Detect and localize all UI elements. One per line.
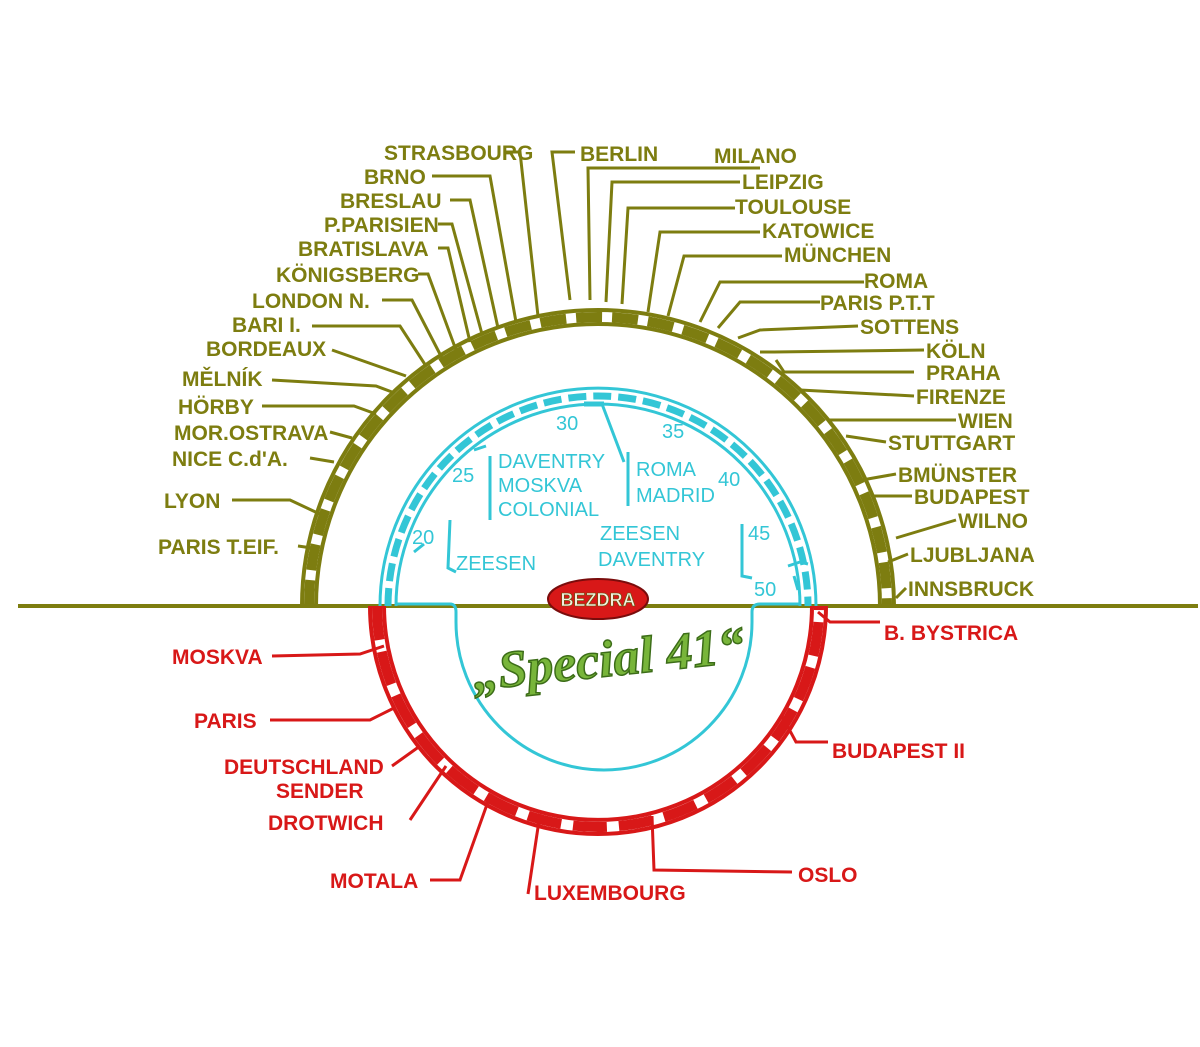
mediumwave-arc-outer [368, 605, 828, 836]
station-label: KÖLN [926, 340, 986, 363]
tick-label: 35 [662, 421, 684, 443]
station-label: MOSKVA [498, 475, 583, 497]
tick-label: 50 [754, 579, 776, 601]
station-label: MÜNCHEN [784, 244, 891, 267]
longwave-arc-inner [314, 322, 882, 607]
upper-leader-lines [232, 150, 957, 600]
shortwave-arc-outer [378, 386, 818, 607]
bezdra-logo: BEZDRA [547, 578, 649, 620]
station-label: PARIS P.T.T [820, 292, 935, 315]
station-label: BUDAPEST [914, 486, 1030, 509]
station-label: NICE C.d'A. [172, 448, 288, 471]
station-label: B. BYSTRICA [884, 622, 1018, 645]
shortwave-band-markers [413, 401, 809, 591]
station-label: WILNO [958, 510, 1028, 533]
station-label: PARIS T.EIF. [158, 536, 279, 559]
station-label: FIRENZE [916, 386, 1006, 409]
longwave-scale: STRASBOURG BERLIN MILANO BRNO LEIPZIG BR… [18, 142, 1198, 608]
station-label: DEUTSCHLAND [224, 756, 384, 779]
shortwave-arc-segments [384, 392, 812, 607]
station-label: BUDAPEST II [832, 740, 965, 763]
tick-label: 20 [412, 527, 434, 549]
station-label: MOR.OSTRAVA [174, 422, 328, 445]
tick-label: 25 [452, 465, 474, 487]
station-label: OSLO [798, 864, 858, 887]
lower-station-labels: MOSKVA B. BYSTRICA PARIS BUDAPEST II DEU… [172, 622, 1018, 905]
station-label: BMÜNSTER [898, 464, 1017, 487]
station-label: MOSKVA [172, 646, 263, 669]
longwave-arc-outer [300, 308, 896, 607]
mediumwave-arc-segments [372, 605, 824, 832]
station-label: WIEN [958, 410, 1013, 433]
station-label: ROMA [636, 459, 697, 481]
station-label: SENDER [276, 780, 364, 803]
shortwave-tick-labels: 20 25 30 35 40 45 50 [412, 413, 776, 601]
station-label: BRATISLAVA [298, 238, 429, 261]
station-label: LUXEMBOURG [534, 882, 686, 905]
station-label: MADRID [636, 485, 715, 507]
station-label: KÖNIGSBERG [276, 264, 420, 287]
station-label: COLONIAL [498, 499, 599, 521]
upper-station-labels: STRASBOURG BERLIN MILANO BRNO LEIPZIG BR… [158, 142, 1035, 601]
station-label: DAVENTRY [598, 549, 705, 571]
station-label: ROMA [864, 270, 928, 293]
lower-leader-lines [270, 610, 880, 895]
station-label: BERLIN [580, 143, 658, 166]
mediumwave-arc-inner [382, 605, 814, 822]
station-label: STRASBOURG [384, 142, 533, 165]
station-label: HÖRBY [178, 396, 254, 419]
brand-name: „Special 41“ [470, 617, 747, 702]
longwave-arc-segments [304, 312, 892, 607]
mediumwave-scale: MOSKVA B. BYSTRICA PARIS BUDAPEST II DEU… [172, 605, 1018, 905]
station-label: MĚLNÍK [182, 367, 263, 391]
tick-label: 30 [556, 413, 578, 435]
station-label: MILANO [714, 145, 797, 168]
station-label: TOULOUSE [735, 196, 851, 219]
station-label: LONDON N. [252, 290, 370, 313]
station-label: BRNO [364, 166, 426, 189]
station-label: DROTWICH [268, 812, 383, 835]
station-label: PARIS [194, 710, 257, 733]
station-label: PRAHA [926, 362, 1001, 385]
station-label: BARI I. [232, 314, 301, 337]
station-label: DAVENTRY [498, 451, 605, 473]
shortwave-bowl [396, 602, 800, 772]
station-label: SOTTENS [860, 316, 959, 339]
station-label: BRESLAU [340, 190, 442, 213]
station-label: P.PARISIEN [324, 214, 439, 237]
station-label: BORDEAUX [206, 338, 326, 361]
station-label: STUTTGART [888, 432, 1015, 455]
shortwave-scale: 20 25 30 35 40 45 50 DAVENTRY MOSKVA COL… [378, 386, 818, 772]
station-label: KATOWICE [762, 220, 874, 243]
station-label: LJUBLJANA [910, 544, 1035, 567]
station-label: LEIPZIG [742, 171, 824, 194]
station-label: ZEESEN [456, 553, 536, 575]
logo-text: BEZDRA [561, 590, 636, 610]
tick-label: 45 [748, 523, 770, 545]
station-label: INNSBRUCK [908, 578, 1034, 601]
tick-label: 40 [718, 469, 740, 491]
station-label: ZEESEN [600, 523, 680, 545]
station-label: MOTALA [330, 870, 418, 893]
station-label: LYON [164, 490, 220, 513]
shortwave-station-labels: DAVENTRY MOSKVA COLONIAL ROMA MADRID ZEE… [456, 451, 715, 575]
